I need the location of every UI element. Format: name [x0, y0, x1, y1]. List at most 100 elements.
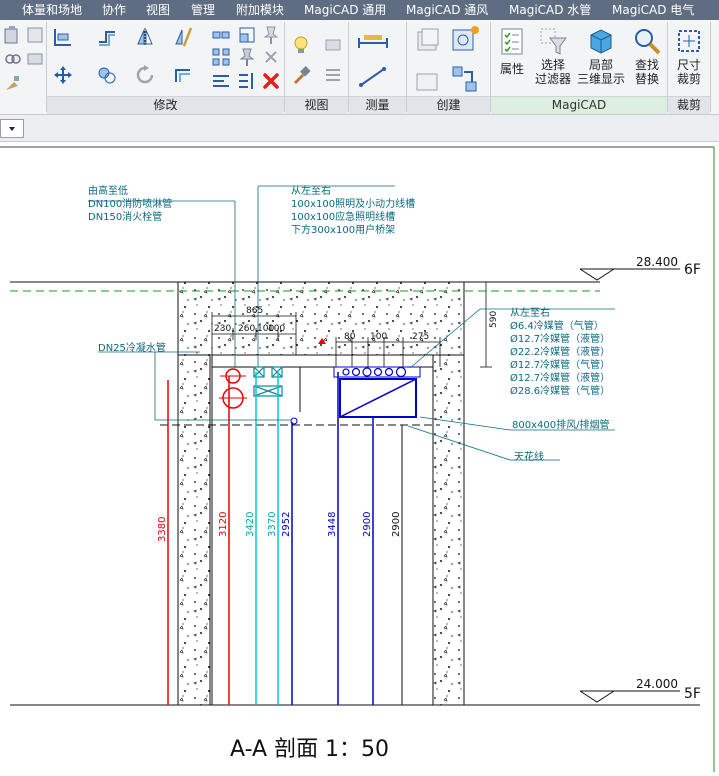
panel-label-measure: 测量 — [349, 96, 406, 114]
measure-along-element-icon[interactable] — [356, 66, 390, 88]
split-element-icon[interactable] — [210, 24, 232, 46]
align-icon[interactable] — [52, 26, 74, 48]
find-replace-label-1: 查找 — [634, 58, 659, 72]
rotate-icon[interactable] — [134, 64, 156, 86]
pin-icon[interactable] — [260, 24, 282, 46]
note-left-1: DN100消防喷淋管 — [88, 197, 172, 210]
paintbrush-icon[interactable] — [290, 64, 312, 86]
dim-100c: 100 — [370, 332, 387, 342]
paste-icon[interactable] — [2, 24, 24, 46]
match-icon[interactable] — [2, 72, 24, 94]
note-condensate: DN25冷凝水管 — [98, 341, 166, 354]
dim-v-2952: 2952 — [281, 512, 292, 537]
dim-v-2900a: 2900 — [362, 512, 373, 537]
ribbon-tab-bar: 体量和场地 协作 视图 管理 附加模块 MagiCAD 通用 MagiCAD 通… — [0, 0, 719, 20]
level-top-floor: 6F — [684, 262, 701, 278]
dim-v-3120: 3120 — [218, 512, 229, 537]
note-left-2: DN150消火栓管 — [88, 210, 162, 223]
find-replace-button[interactable]: 查找 替换 — [627, 26, 667, 86]
tab-magicad-general[interactable]: MagiCAD 通用 — [304, 3, 387, 17]
level-bottom-value: 24.000 — [636, 677, 678, 691]
tab-view[interactable]: 视图 — [146, 3, 171, 17]
size-crop-label-1: 尺寸 — [676, 58, 701, 72]
tab-manage[interactable]: 管理 — [191, 3, 216, 17]
trim-extend-corner-icon[interactable] — [172, 64, 194, 86]
panel-label-create: 创建 — [407, 96, 490, 114]
dim-260: 260 — [238, 324, 255, 334]
type-selector-dropdown[interactable] — [0, 119, 24, 138]
mirror-pick-axis-icon[interactable] — [134, 26, 156, 48]
tab-collaborate[interactable]: 协作 — [102, 3, 127, 17]
select-filter-label-1: 选择 — [540, 58, 565, 72]
dim-v-3380: 3380 — [157, 517, 168, 542]
cube-3d-icon — [586, 26, 616, 56]
dim-v-2900b: 2900 — [391, 512, 402, 537]
concrete-slab — [177, 281, 465, 356]
cut-icon[interactable] — [24, 24, 46, 46]
create-similar-icon[interactable] — [450, 64, 480, 94]
trim-extend-multiple-icon[interactable] — [236, 70, 258, 92]
tab-magicad-piping[interactable]: MagiCAD 水管 — [509, 3, 592, 17]
create-parts-icon[interactable] — [414, 26, 442, 54]
size-crop-button[interactable]: 尺寸 裁剪 — [669, 26, 709, 86]
dim-590: 590 — [489, 311, 499, 328]
dim-230: 230 — [214, 324, 231, 334]
panel-label-view: 视图 — [285, 96, 348, 114]
find-replace-label-2: 替换 — [634, 72, 659, 86]
note-right-0: 从左至右 — [510, 306, 550, 319]
dim-80: 80 — [344, 332, 356, 342]
size-crop-label-2: 裁剪 — [676, 72, 701, 86]
note-left-0: 由高至低 — [88, 184, 128, 197]
options-bar — [0, 115, 719, 142]
unpin-icon[interactable] — [236, 46, 258, 68]
lightbulb-icon[interactable] — [290, 34, 312, 56]
join-icon[interactable] — [2, 48, 24, 70]
magnifier-icon — [632, 26, 662, 56]
panel-label-magicad: MagiCAD — [491, 96, 667, 114]
move-icon[interactable] — [52, 64, 74, 86]
drawing-canvas[interactable]: 28.400 6F 24.000 5F 3380 3120 3420 3370 — [0, 142, 719, 772]
local-3d-label-1: 局部 — [588, 58, 613, 72]
array-icon[interactable] — [210, 46, 232, 68]
create-group-icon[interactable] — [450, 24, 480, 54]
select-filter-label-2: 过滤器 — [534, 72, 571, 86]
filter-icon — [538, 26, 568, 56]
copy-icon[interactable] — [96, 64, 118, 86]
measure-between-refs-icon[interactable] — [356, 32, 390, 54]
offset-icon[interactable] — [96, 26, 118, 48]
tab-addins[interactable]: 附加模块 — [236, 3, 285, 17]
pin-alt-icon[interactable] — [260, 46, 282, 68]
note-mid-3: 下方300x100用户桥架 — [291, 223, 395, 236]
dim-100b: 100 — [268, 324, 285, 334]
note-right-6: Ø28.6冷媒管（气管） — [510, 384, 610, 397]
scale-icon[interactable] — [236, 24, 258, 46]
panel-label-modify: 修改 — [47, 96, 284, 114]
select-filter-button[interactable]: 选择 过滤器 — [531, 26, 575, 86]
dim-275: 275 — [412, 332, 429, 342]
properties-button[interactable]: 属性 — [493, 26, 531, 76]
properties-label: 属性 — [499, 62, 524, 76]
local-3d-view-button[interactable]: 局部 三维显示 — [575, 26, 627, 86]
delete-icon[interactable] — [260, 70, 282, 92]
ribbon: 修改 视图 测量 创建 属性 选择 过滤器 局部 三维显示 查找 替换 Magi… — [0, 20, 719, 115]
refrigerant-pipes — [342, 366, 407, 378]
right-concrete-wall — [432, 354, 465, 706]
note-right-1: Ø6.4冷媒管（气管） — [510, 319, 604, 332]
mirror-draw-axis-icon[interactable] — [172, 26, 194, 48]
note-mid-2: 100x100应急照明线槽 — [291, 210, 395, 223]
dim-v-3370: 3370 — [267, 512, 278, 537]
create-assembly-icon[interactable] — [414, 66, 442, 94]
note-right-3: Ø22.2冷媒管（液管） — [510, 345, 610, 358]
note-right-4: Ø12.7冷媒管（气管） — [510, 358, 610, 371]
properties-icon — [497, 26, 527, 56]
wall-join-icon[interactable] — [24, 48, 46, 70]
panel-label-crop: 裁剪 — [668, 96, 710, 114]
linework-icon[interactable] — [322, 64, 344, 86]
tab-magicad-electrical[interactable]: MagiCAD 电气 — [612, 3, 695, 17]
tab-massing-site[interactable]: 体量和场地 — [22, 3, 83, 17]
view-title: A-A 剖面 1：50 — [230, 737, 389, 762]
trim-extend-single-icon[interactable] — [210, 70, 232, 92]
level-bottom-floor: 5F — [684, 686, 701, 702]
tab-magicad-ventilation[interactable]: MagiCAD 通风 — [406, 3, 489, 17]
override-graphics-icon[interactable] — [322, 34, 344, 56]
